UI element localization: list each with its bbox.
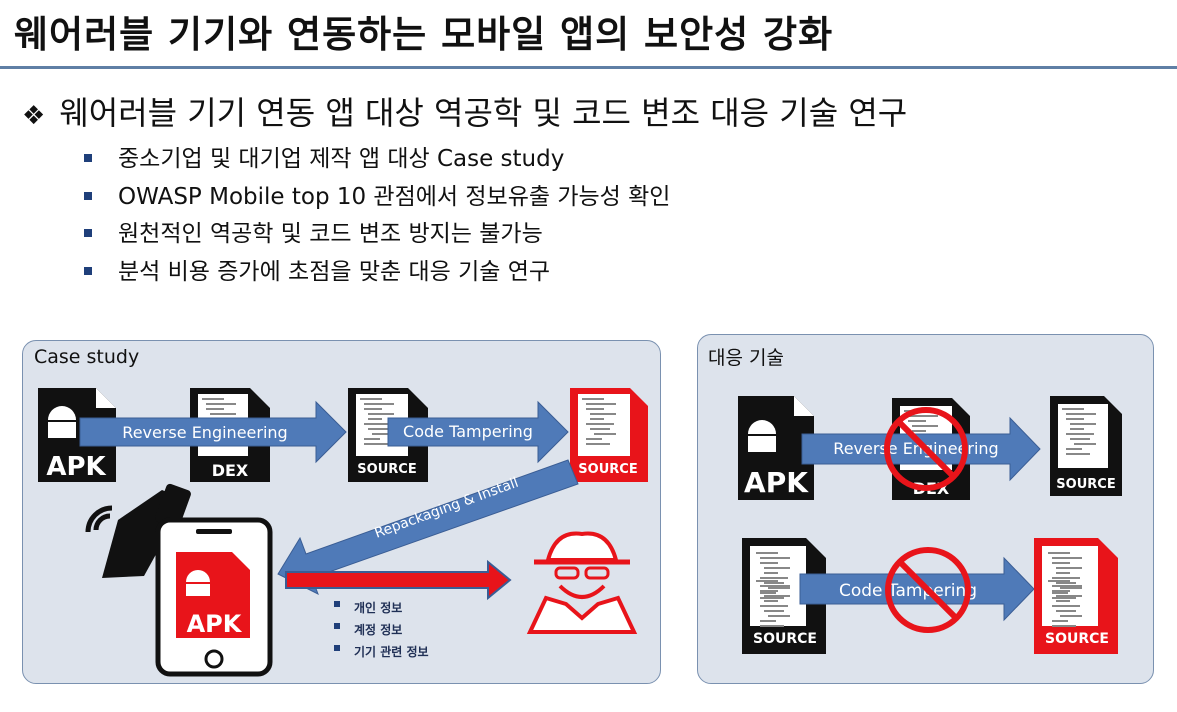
code-tampering-arrow: Code Tampering: [387, 400, 569, 464]
source-label: SOURCE: [357, 462, 416, 477]
square-bullet-icon: [84, 153, 92, 162]
tampered-source-file-icon: SOURCE: [1034, 538, 1118, 654]
apk-label: APK: [46, 452, 106, 482]
leak-item: 개인 정보: [354, 600, 402, 615]
sub-bullet-text: 분석 비용 증가에 초점을 맞춘 대응 기술 연구: [118, 259, 551, 285]
smartwatch-icon: [85, 483, 191, 578]
code-tampering-label: Code Tampering: [403, 422, 533, 441]
reverse-engineering-arrow: Reverse Engineering: [801, 416, 1041, 482]
main-bullet: ❖ 웨어러블 기기 연동 앱 대상 역공학 및 코드 변조 대응 기술 연구: [22, 88, 907, 134]
apk-label: APK: [744, 466, 809, 499]
sub-bullet-text: OWASP Mobile top 10 관점에서 정보유출 가능성 확인: [118, 184, 671, 210]
prohibited-icon: [885, 547, 971, 633]
source-file-icon: SOURCE: [742, 538, 826, 654]
sub-bullet-text: 중소기업 및 대기업 제작 앱 대상 Case study: [118, 146, 565, 172]
code-tampering-arrow: Code Tampering: [799, 556, 1035, 622]
page-title: 웨어러블 기기와 연동하는 모바일 앱의 보안성 강화: [14, 13, 834, 56]
square-bullet-icon: [84, 266, 92, 275]
code-tampering-label: Code Tampering: [839, 581, 977, 601]
prohibited-icon: [884, 407, 968, 491]
reverse-engineering-label: Reverse Engineering: [122, 423, 287, 442]
smartphone-icon: APK: [155, 517, 273, 677]
data-leak-arrow: [285, 559, 512, 601]
source-label: SOURCE: [1056, 477, 1115, 492]
case-study-label: Case study: [34, 346, 140, 368]
tampered-source-label: SOURCE: [1045, 631, 1109, 647]
hacker-icon: [526, 531, 638, 634]
apk-file-icon: APK: [38, 388, 116, 482]
title-divider: [0, 66, 1177, 69]
leak-item: 계정 정보: [354, 622, 402, 637]
leak-item: 기기 관련 정보: [354, 644, 429, 659]
source-file-icon: SOURCE: [1050, 396, 1122, 496]
tampered-source-file-icon: SOURCE: [570, 388, 648, 482]
tampered-source-label: SOURCE: [578, 462, 637, 477]
phone-apk-label: APK: [187, 610, 243, 638]
sub-bullet: OWASP Mobile top 10 관점에서 정보유출 가능성 확인: [84, 177, 670, 211]
countermeasure-label: 대응 기술: [708, 347, 784, 369]
reverse-engineering-arrow: Reverse Engineering: [79, 400, 347, 464]
square-bullet-icon: [84, 228, 92, 237]
leaked-info-list: 개인 정보 계정 정보 기기 관련 정보: [334, 600, 429, 659]
reverse-engineering-label: Reverse Engineering: [833, 439, 998, 458]
source-label: SOURCE: [753, 631, 817, 647]
dex-label: DEX: [212, 461, 249, 480]
main-bullet-text: 웨어러블 기기 연동 앱 대상 역공학 및 코드 변조 대응 기술 연구: [59, 94, 908, 132]
sub-bullet: 원천적인 역공학 및 코드 변조 방지는 불가능: [84, 214, 543, 248]
sub-bullet-text: 원천적인 역공학 및 코드 변조 방지는 불가능: [118, 221, 543, 247]
square-bullet-icon: [84, 191, 92, 200]
diamond-bullet-icon: ❖: [22, 101, 46, 131]
sub-bullet: 중소기업 및 대기업 제작 앱 대상 Case study: [84, 139, 564, 173]
sub-bullet: 분석 비용 증가에 초점을 맞춘 대응 기술 연구: [84, 252, 550, 286]
apk-file-icon: APK: [738, 396, 814, 500]
